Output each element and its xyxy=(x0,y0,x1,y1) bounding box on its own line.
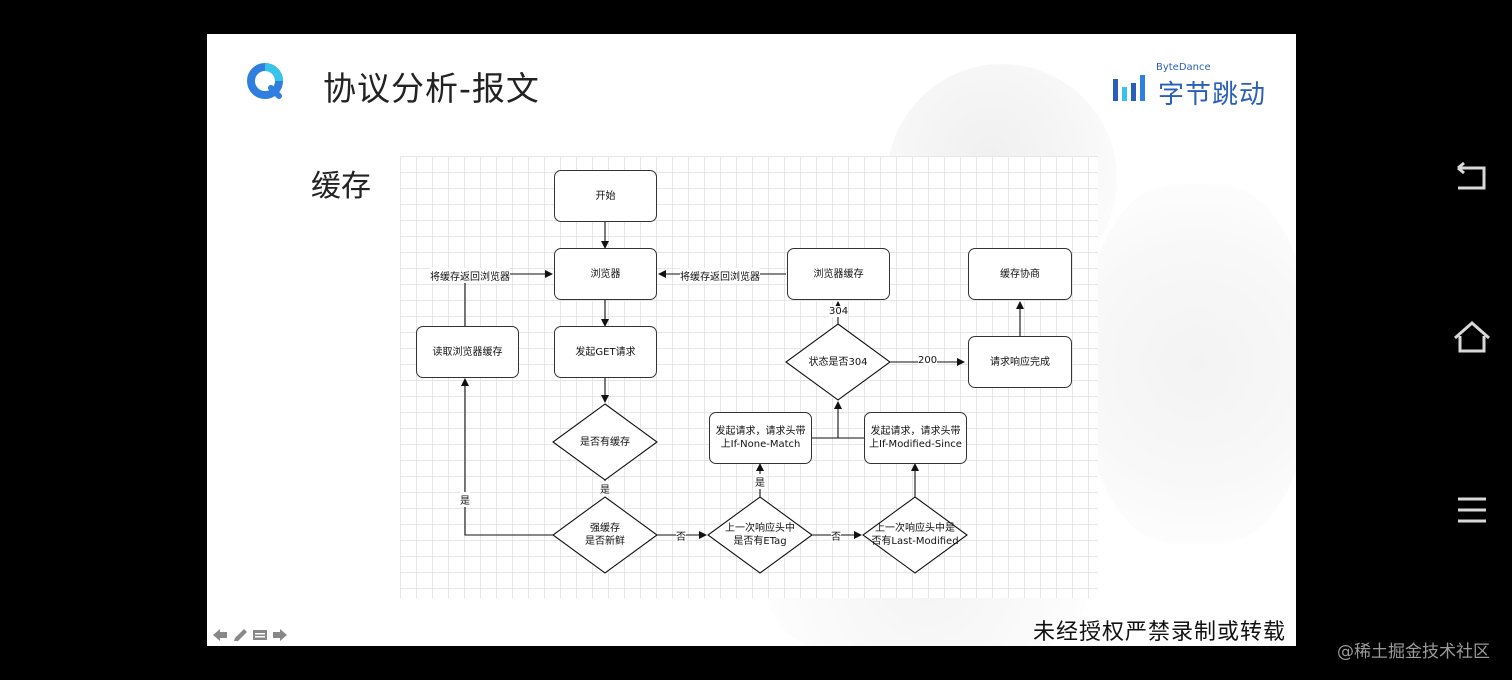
node-req-modified-line2: 上If-Modified-Since xyxy=(869,439,962,450)
node-req-done: 请求响应完成 xyxy=(968,336,1072,388)
strong-fresh-text: 强缓存 是否新鲜 xyxy=(563,522,647,548)
menu-icon[interactable] xyxy=(1450,490,1494,530)
flowchart: 开始 浏览器 发起GET请求 读取浏览器缓存 浏览器缓存 缓存协商 请求响应完成… xyxy=(400,156,1098,598)
strong-fresh-line1: 强缓存 xyxy=(590,523,620,534)
node-req-none-match: 发起请求，请求头带 上If-None-Match xyxy=(709,412,812,464)
node-browser: 浏览器 xyxy=(554,248,657,300)
node-req-modified-line1: 发起请求，请求头带 xyxy=(870,426,961,437)
lastmod-line2: 否有Last-Modified xyxy=(871,536,959,547)
edge-label-no-etag: 否 xyxy=(831,528,841,543)
node-send-get: 发起GET请求 xyxy=(554,326,657,378)
edge-label-return-left: 将缓存返回浏览器 xyxy=(430,268,510,283)
etag-text: 上一次响应头中 是否有ETag xyxy=(712,522,808,548)
lastmod-line1: 上一次响应头中是 xyxy=(875,523,955,534)
astronaut-decoration xyxy=(1087,184,1296,544)
strong-fresh-line2: 是否新鲜 xyxy=(585,536,625,547)
node-req-none-match-line2: 上If-None-Match xyxy=(720,439,801,450)
node-req-none-match-line1: 发起请求，请求头带 xyxy=(715,426,806,437)
node-start: 开始 xyxy=(554,170,657,222)
home-icon[interactable] xyxy=(1450,318,1494,358)
brand-english: ByteDance xyxy=(1155,62,1211,73)
flowchart-connectors xyxy=(461,222,1024,574)
arrow-left-icon[interactable] xyxy=(212,628,228,642)
edge-label-return-right: 将缓存返回浏览器 xyxy=(680,268,760,283)
bytedance-logo-icon xyxy=(1112,74,1145,101)
lastmod-text: 上一次响应头中是 否有Last-Modified xyxy=(861,522,969,548)
slide: 协议分析-报文 ByteDance 字节跳动 缓存 xyxy=(207,34,1296,646)
is-304-text: 状态是否304 xyxy=(808,356,868,368)
arrow-right-icon[interactable] xyxy=(272,628,288,642)
section-heading: 缓存 xyxy=(311,169,371,204)
node-browser-cache: 浏览器缓存 xyxy=(787,248,890,300)
brand-chinese: 字节跳动 xyxy=(1157,80,1266,110)
copyright-watermark: 未经授权严禁录制或转载 xyxy=(1032,620,1286,645)
node-read-cache: 读取浏览器缓存 xyxy=(416,326,519,378)
edge-fresh-read xyxy=(461,378,553,536)
slides-icon[interactable] xyxy=(252,628,268,642)
etag-diamond xyxy=(707,496,813,574)
pen-icon[interactable] xyxy=(232,628,248,642)
edge-label-yes-has-cache: 是 xyxy=(600,481,610,496)
edge-label-no-fresh: 否 xyxy=(676,528,686,543)
edge-label-304: 304 xyxy=(829,306,849,317)
has-cache-text: 是否有缓存 xyxy=(580,436,630,448)
node-negotiate: 缓存协商 xyxy=(968,248,1072,300)
edge-label-yes-left: 是 xyxy=(460,492,470,507)
edge-label-200: 200 xyxy=(918,355,938,366)
node-req-modified-since: 发起请求，请求头带 上If-Modified-Since xyxy=(864,412,967,464)
edge-label-yes-etag: 是 xyxy=(755,474,765,489)
source-credit: @稀土掘金技术社区 xyxy=(1337,642,1490,662)
slide-nav xyxy=(212,628,288,642)
page-title: 协议分析-报文 xyxy=(323,69,540,108)
qa-logo-icon xyxy=(247,63,283,99)
etag-line1: 上一次响应头中 xyxy=(725,523,795,534)
back-icon[interactable] xyxy=(1450,158,1494,198)
strong-fresh-diamond xyxy=(552,496,658,574)
etag-line2: 是否有ETag xyxy=(733,536,787,547)
lastmod-diamond xyxy=(862,496,968,574)
bytedance-brand: ByteDance 字节跳动 xyxy=(1112,62,1266,111)
is-304-diamond xyxy=(785,323,891,401)
